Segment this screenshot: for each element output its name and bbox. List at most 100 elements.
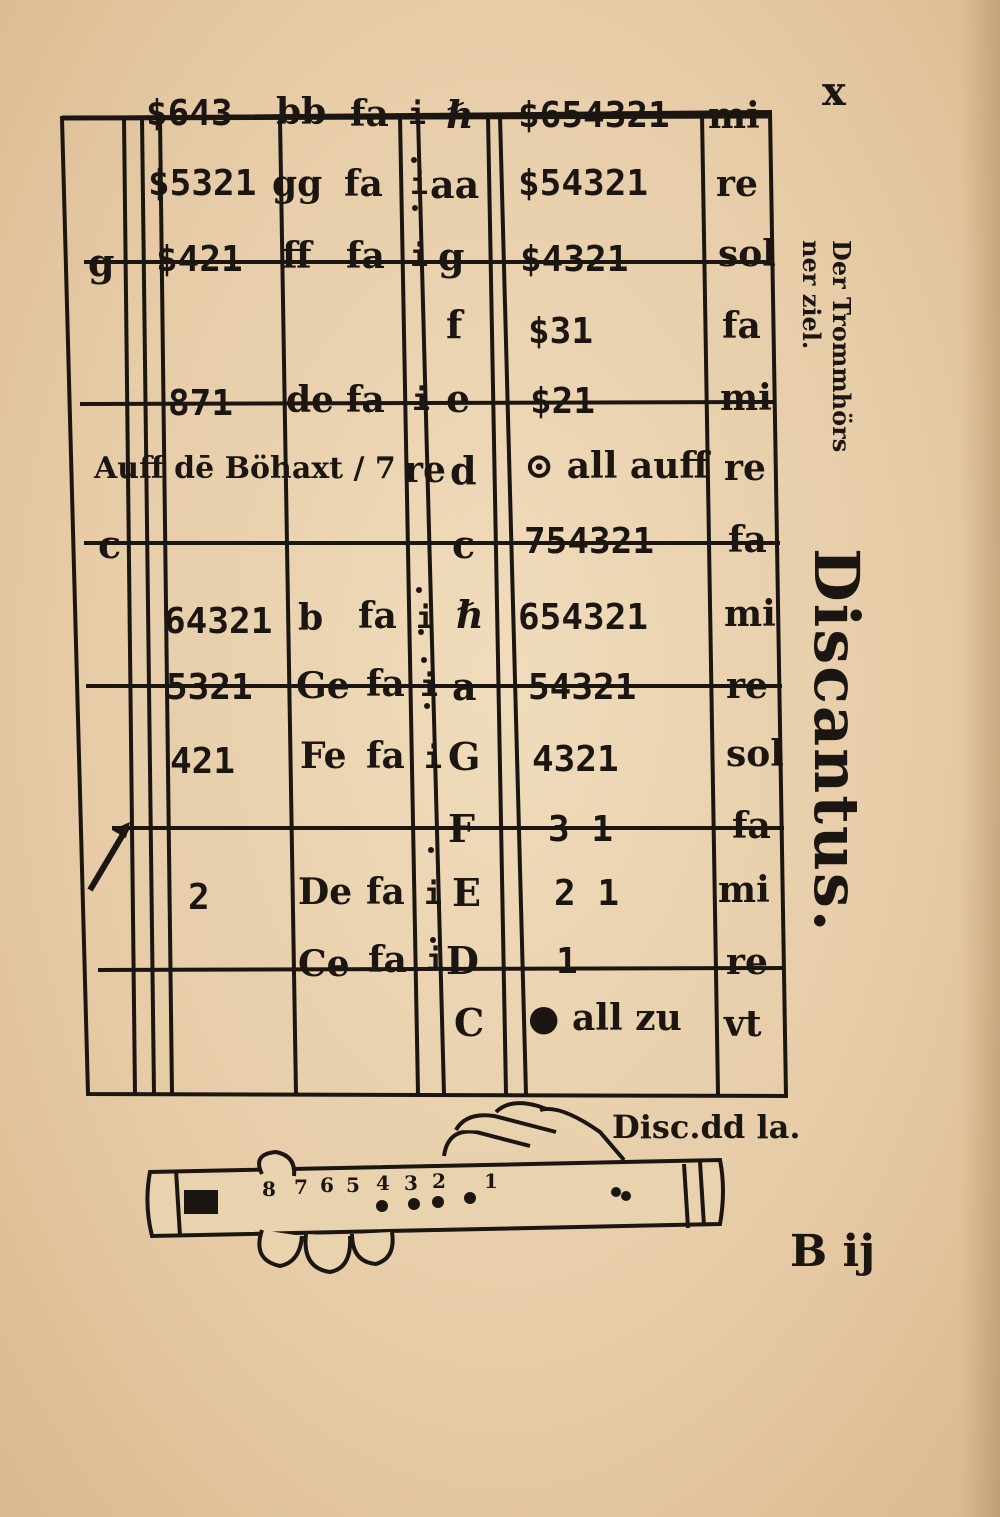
table-cell-hex: de — [286, 379, 335, 421]
table-cell-syllable: fa — [366, 663, 405, 705]
table-cell-fingers: 2 — [188, 877, 210, 918]
table-cell-fingers: 421 — [170, 741, 236, 782]
table-cell-note: fa — [732, 805, 771, 847]
table-cell-i: i — [416, 601, 435, 636]
table-cell-note: sol — [718, 233, 776, 275]
table-cell-fingers: 871 — [168, 383, 234, 424]
table-cell-syllable: fa — [358, 595, 397, 637]
table-cell-syllable: fa — [346, 235, 385, 277]
table-cell-letter: g — [438, 234, 465, 279]
table-cell-letter: d — [450, 448, 477, 493]
table-cell-syllable: fa — [346, 379, 385, 421]
table-cell-letter: F — [448, 806, 475, 851]
table-cell-i: i — [424, 877, 443, 912]
table-cell-fingers2: 654321 — [518, 597, 649, 638]
table-cell-fingers: 64321 — [164, 601, 273, 642]
page-edge-shadow — [960, 0, 1000, 1517]
table-cell-hex: Ge — [296, 665, 350, 707]
table-cell-fingers2: 754321 — [524, 521, 655, 562]
table-cell-letter: E — [452, 870, 481, 915]
table-cell-letter: G — [448, 734, 481, 779]
table-cell-letter: f — [446, 302, 463, 347]
table-cell-letter: aa — [430, 162, 480, 207]
table-cell-letter: ℏ — [446, 92, 474, 137]
hole-number: 6 — [320, 1173, 334, 1197]
table-cell-hex: gg — [272, 163, 323, 205]
hole-number: 1 — [484, 1169, 498, 1193]
table-cell-note: mi — [718, 869, 770, 911]
table-cell-syllable: re — [404, 449, 446, 491]
table-cell-key: g — [88, 240, 115, 285]
table-cell-fingers2: 54321 — [528, 667, 637, 708]
table-cell-fingers2: 4321 — [532, 739, 619, 780]
table-cell-key: c — [98, 522, 122, 567]
illustration-caption: Disc.dd la. — [612, 1108, 801, 1146]
table-cell-note: mi — [720, 377, 772, 419]
table-cell-note: fa — [728, 519, 767, 561]
table-cell-note: re — [726, 941, 768, 983]
table-cell-letter: ℏ — [456, 592, 484, 637]
side-subtitle-line-1: Der Trommhörs — [827, 240, 856, 453]
table-cell-syllable: fa — [344, 163, 383, 205]
table-cell-syllable: fa — [350, 93, 389, 135]
side-subtitle-line-2: ner ziel. — [797, 240, 826, 350]
table-cell-syllable: fa — [368, 939, 407, 981]
table-cell-fingers: Auff dē Böhaxt / 7 — [94, 451, 396, 486]
table-cell-fingers2: $4321 — [520, 239, 629, 280]
table-cell-hex: Fe — [300, 735, 347, 777]
table-cell-letter: a — [452, 664, 477, 709]
table-cell-note: re — [716, 163, 758, 205]
hole-number: 5 — [346, 1173, 360, 1197]
page-title: Discantus. — [800, 548, 873, 934]
table-cell-note: mi — [708, 95, 760, 137]
table-cell-fingers: $421 — [156, 239, 243, 280]
table-cell-note: fa — [722, 305, 761, 347]
table-cell-fingers2: 2 1 — [554, 873, 620, 914]
table-cell-note: vt — [724, 1003, 762, 1045]
table-cell-note: sol — [726, 733, 784, 775]
table-cell-note: re — [726, 665, 768, 707]
table-cell-fingers: 5321 — [166, 667, 253, 708]
table-cell-fingers2: 3 1 — [548, 809, 614, 850]
folio-mark: x — [822, 68, 846, 115]
table-cell-fingers: $643 — [146, 93, 233, 134]
table-cell-i: i — [408, 97, 427, 132]
table-cell-hex: b — [298, 597, 324, 639]
table-cell-syllable: fa — [366, 871, 405, 913]
table-cell-letter: C — [454, 1000, 485, 1045]
hole-number: 4 — [376, 1171, 390, 1195]
table-cell-hex: Ce — [298, 943, 350, 985]
signature-mark: B ij — [790, 1226, 876, 1277]
table-cell-hex: ff — [282, 235, 312, 277]
hole-number: 2 — [432, 1169, 446, 1193]
table-cell-note: re — [724, 447, 766, 489]
table-cell-hex: bb — [276, 91, 327, 133]
table-cell-fingers2: ⊙ all auff — [524, 445, 709, 487]
table-cell-i: i — [410, 167, 429, 202]
table-cell-letter: e — [446, 376, 471, 421]
side-subtitle: Der Trommhörs ner ziel. — [796, 240, 856, 452]
hole-number: 3 — [404, 1171, 418, 1195]
hole-number: 8 — [262, 1177, 276, 1201]
table-cell-fingers2: $654321 — [518, 95, 670, 136]
table-cell-fingers2: 1 — [556, 941, 578, 982]
hole-number: 7 — [294, 1175, 308, 1199]
table-cell-letter: c — [452, 522, 476, 567]
table-cell-hex: De — [298, 871, 353, 913]
table-cell-i: i — [420, 669, 439, 704]
table-cell-i: i — [410, 239, 429, 274]
table-cell-syllable: fa — [366, 735, 405, 777]
table-cell-i: i — [412, 383, 431, 418]
table-cell-fingers2: $54321 — [518, 163, 649, 204]
table-cell-note: mi — [724, 593, 776, 635]
table-cell-letter: D — [446, 938, 479, 983]
table-cell-fingers2: $21 — [530, 381, 596, 422]
table-cell-i: i — [424, 741, 443, 776]
table-cell-fingers: $5321 — [148, 163, 257, 204]
table-cell-fingers2: $31 — [528, 311, 594, 352]
table-cell-i: i — [426, 943, 445, 978]
